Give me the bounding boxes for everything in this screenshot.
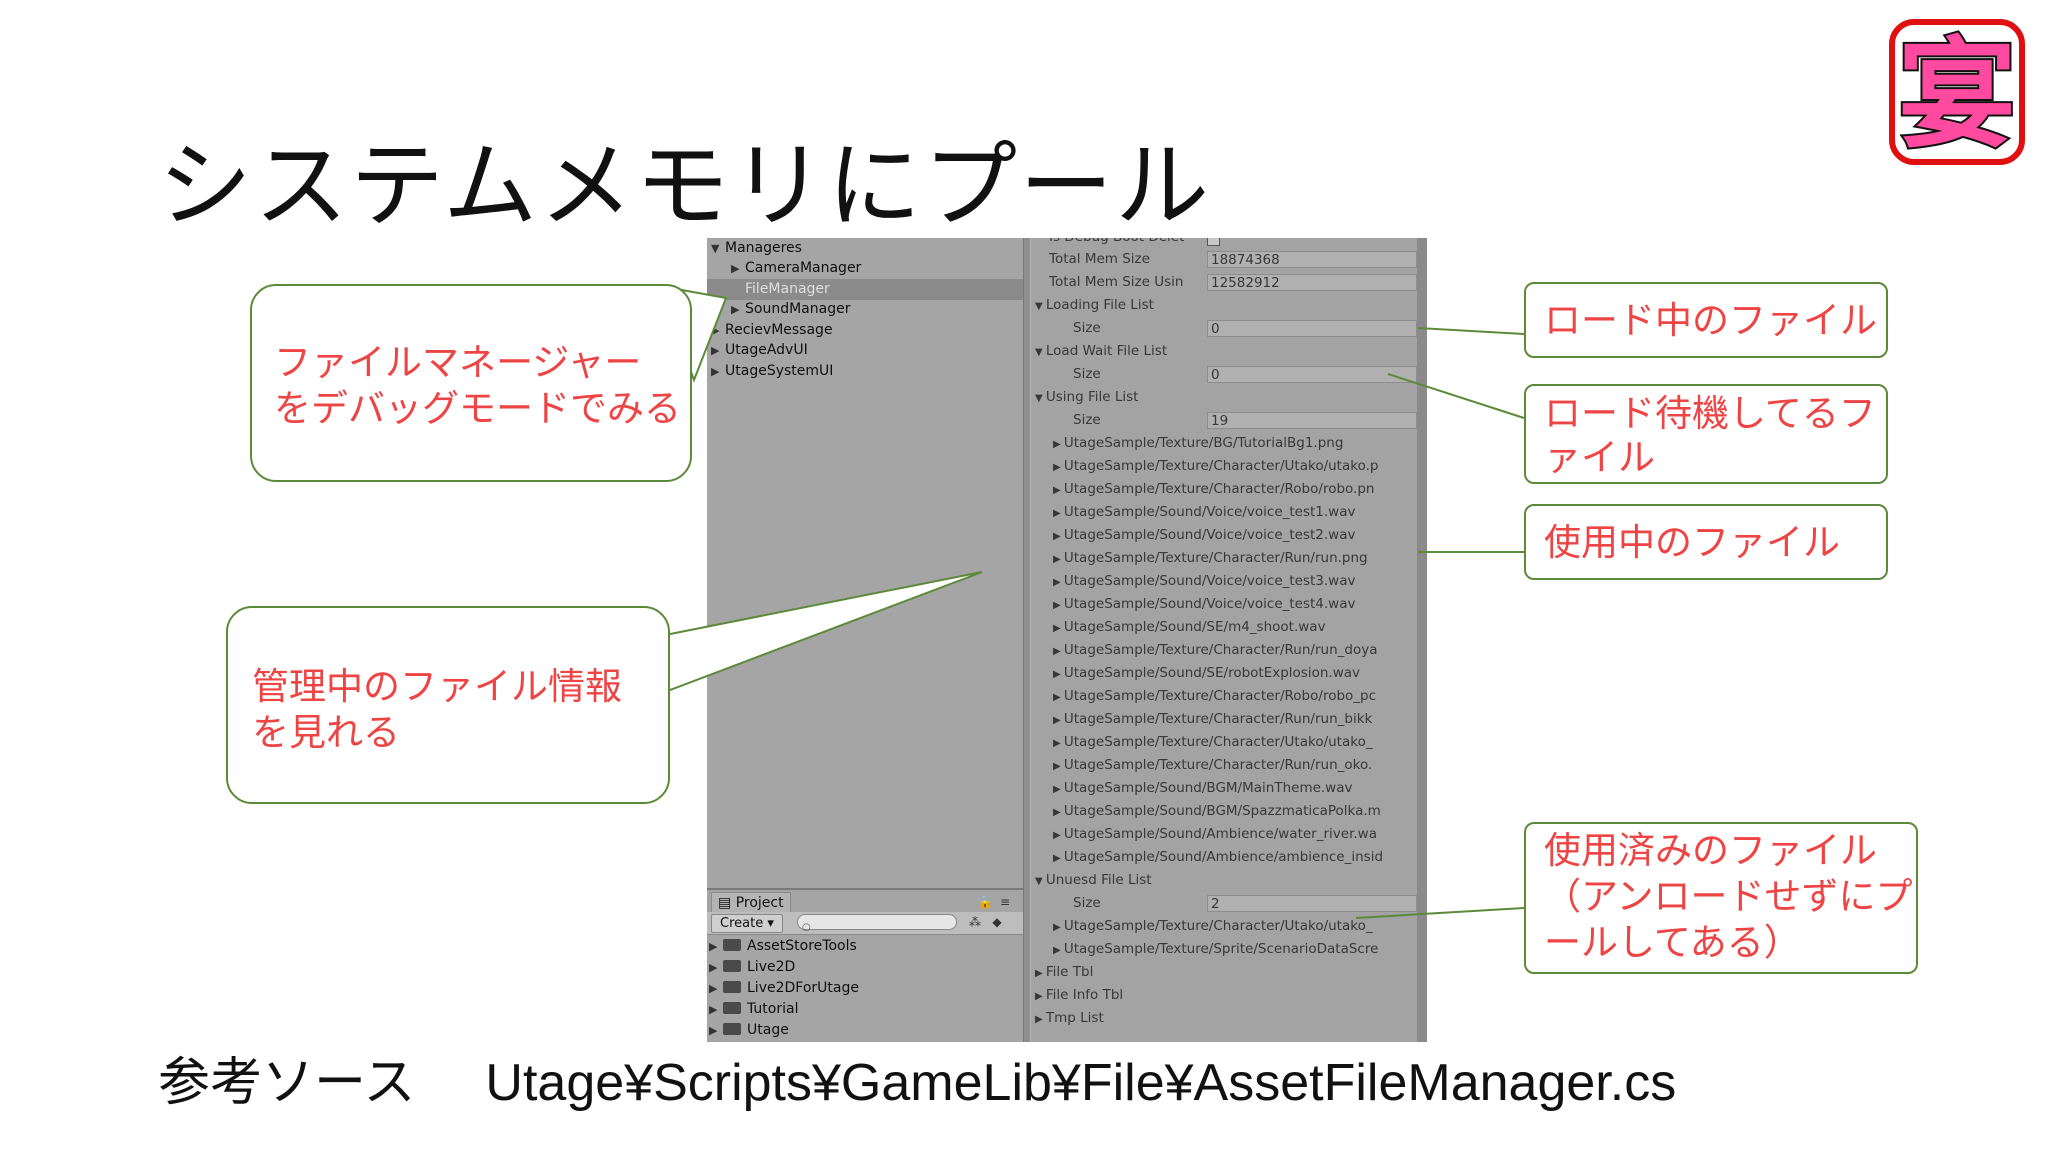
folder-icon: ▤ xyxy=(718,895,736,911)
using-file-item[interactable]: ▶ UtageSample/Texture/Character/Run/run_… xyxy=(1053,757,1373,773)
inspector-scrollbar[interactable] xyxy=(1417,238,1427,1042)
project-folder-live2d[interactable]: ▶Live2D xyxy=(709,959,796,975)
lock-icon[interactable]: 🔒 xyxy=(977,895,993,909)
filter-label-icon[interactable]: ◆ xyxy=(992,915,1002,929)
project-folder-live2dforutage[interactable]: ▶Live2DForUtage xyxy=(709,980,859,996)
panel-splitter[interactable] xyxy=(1023,238,1031,1042)
using-file-item[interactable]: ▶ UtageSample/Sound/BGM/MainTheme.wav xyxy=(1053,780,1353,796)
total-mem-field[interactable]: 18874368 xyxy=(1207,251,1417,268)
hierarchy-item-filemanager-selected[interactable]: FileManager xyxy=(707,279,1023,300)
using-file-item[interactable]: ▶ UtageSample/Texture/Character/Robo/rob… xyxy=(1053,481,1375,497)
load-wait-file-list-foldout[interactable]: ▼ Load Wait File List xyxy=(1035,343,1168,359)
file-tbl-foldout[interactable]: ▶ File Tbl xyxy=(1035,964,1094,980)
project-search-input[interactable]: ○ xyxy=(797,914,957,933)
debug-boot-checkbox[interactable] xyxy=(1207,238,1220,246)
project-folder-tutorial[interactable]: ▶Tutorial xyxy=(709,1001,799,1017)
using-file-item[interactable]: ▶ UtageSample/Texture/Character/Robo/rob… xyxy=(1053,688,1377,704)
callout-using-files: 使用中のファイル xyxy=(1524,504,1888,580)
source-reference: 参考ソース Utage¥Scripts¥GameLib¥File¥AssetFil… xyxy=(158,1040,1676,1115)
create-button[interactable]: Create ▾ xyxy=(711,914,783,933)
tmp-list-foldout[interactable]: ▶ Tmp List xyxy=(1035,1010,1104,1026)
loading-size-field[interactable]: 0 xyxy=(1207,320,1417,337)
total-mem-label: Total Mem Size xyxy=(1049,251,1150,267)
using-file-item[interactable]: ▶ UtageSample/Texture/Character/Utako/ut… xyxy=(1053,734,1373,750)
search-icon: ○ xyxy=(802,922,811,933)
project-folder-utage[interactable]: ▶Utage xyxy=(709,1022,789,1038)
project-toolbar: Create ▾ ○ ⁂ ◆ xyxy=(707,912,1023,935)
source-label: 参考ソース xyxy=(158,1053,416,1113)
using-file-item[interactable]: ▶ UtageSample/Sound/Voice/voice_test4.wa… xyxy=(1053,596,1356,612)
callout-loading-files: ロード中のファイル xyxy=(1524,282,1888,358)
using-file-item[interactable]: ▶ UtageSample/Sound/Ambience/ambience_in… xyxy=(1053,849,1384,865)
total-mem-using-field[interactable]: 12582912 xyxy=(1207,274,1417,291)
panel-menu-icon[interactable]: ≡ xyxy=(999,895,1011,909)
using-file-item[interactable]: ▶ UtageSample/Texture/Character/Run/run_… xyxy=(1053,642,1378,658)
unused-size-label: Size xyxy=(1073,895,1101,911)
callout-unused-pooled-files: 使用済みのファイル（アンロードせずにプールしてある） xyxy=(1524,822,1918,974)
using-file-item[interactable]: ▶ UtageSample/Texture/Character/Run/run_… xyxy=(1053,711,1373,727)
debug-boot-label: Is Debug Boot Delet xyxy=(1049,238,1184,249)
using-file-item[interactable]: ▶ UtageSample/Texture/Character/Run/run.… xyxy=(1053,550,1368,566)
project-panel: ▤ Project 🔒 ≡ Create ▾ ○ ⁂ ◆ ▶AssetStore… xyxy=(707,888,1023,1042)
loading-size-label: Size xyxy=(1073,320,1101,336)
using-file-item[interactable]: ▶ UtageSample/Sound/Voice/voice_test1.wa… xyxy=(1053,504,1356,520)
utage-logo: 宴 xyxy=(1889,19,2025,166)
expand-arrow-icon[interactable]: ▶ xyxy=(731,303,740,316)
load-wait-size-label: Size xyxy=(1073,366,1101,382)
hierarchy-item-cameramanager[interactable]: ▶CameraManager xyxy=(731,258,861,279)
logo-char: 宴 xyxy=(1898,26,2016,164)
hierarchy-item-utagesystemui[interactable]: ▶UtageSystemUI xyxy=(711,361,833,382)
project-tab[interactable]: ▤ Project xyxy=(711,892,791,913)
expand-arrow-icon[interactable]: ▶ xyxy=(711,365,720,378)
folder-icon xyxy=(723,1002,741,1014)
hierarchy-item-recievmessage[interactable]: ▶RecievMessage xyxy=(711,320,833,341)
hierarchy-panel: ▼Manageres ▶CameraManager FileManager ▶S… xyxy=(707,238,1023,888)
unused-file-item[interactable]: ▶ UtageSample/Texture/Sprite/ScenarioDat… xyxy=(1053,941,1379,957)
expand-arrow-icon[interactable]: ▼ xyxy=(711,242,720,255)
loading-leader-line xyxy=(1417,327,1525,335)
source-path: Utage¥Scripts¥GameLib¥File¥AssetFileMana… xyxy=(485,1054,1677,1112)
using-file-item[interactable]: ▶ UtageSample/Sound/BGM/SpazzmaticaPolka… xyxy=(1053,803,1381,819)
using-file-item[interactable]: ▶ UtageSample/Texture/BG/TutorialBg1.png xyxy=(1053,435,1344,451)
folder-icon xyxy=(723,939,741,951)
unity-editor-screenshot: ▼Manageres ▶CameraManager FileManager ▶S… xyxy=(707,238,1427,1042)
hierarchy-item-manageres[interactable]: ▼Manageres xyxy=(711,238,802,259)
project-folder-assetstoretools[interactable]: ▶AssetStoreTools xyxy=(709,938,857,954)
loading-file-list-foldout[interactable]: ▼ Loading File List xyxy=(1035,297,1154,313)
using-file-item[interactable]: ▶ UtageSample/Sound/SE/m4_shoot.wav xyxy=(1053,619,1326,635)
callout-managed-file-info: 管理中のファイル情報を見れる xyxy=(226,606,670,804)
folder-icon xyxy=(723,981,741,993)
hierarchy-item-utageadvui[interactable]: ▶UtageAdvUI xyxy=(711,340,808,361)
unused-file-item[interactable]: ▶ UtageSample/Texture/Character/Utako/ut… xyxy=(1053,918,1373,934)
folder-icon xyxy=(723,960,741,972)
expand-arrow-icon[interactable]: ▶ xyxy=(731,262,740,275)
using-file-item[interactable]: ▶ UtageSample/Sound/Voice/voice_test2.wa… xyxy=(1053,527,1356,543)
unused-file-list-foldout[interactable]: ▼ Unuesd File List xyxy=(1035,872,1152,888)
expand-arrow-icon[interactable]: ▶ xyxy=(711,344,720,357)
filter-type-icon[interactable]: ⁂ xyxy=(969,915,981,929)
folder-icon xyxy=(723,1023,741,1035)
expand-arrow-icon[interactable]: ▶ xyxy=(711,324,720,337)
inspector-panel: Is Debug Boot Delet Total Mem Size 18874… xyxy=(1031,238,1417,1042)
unused-size-field[interactable]: 2 xyxy=(1207,895,1417,912)
callout-file-manager-debug: ファイルマネージャーをデバッグモードでみる xyxy=(250,284,692,482)
using-file-list-foldout[interactable]: ▼ Using File List xyxy=(1035,389,1139,405)
using-file-item[interactable]: ▶ UtageSample/Sound/Ambience/water_river… xyxy=(1053,826,1377,842)
file-info-tbl-foldout[interactable]: ▶ File Info Tbl xyxy=(1035,987,1124,1003)
using-size-label: Size xyxy=(1073,412,1101,428)
hierarchy-item-soundmanager[interactable]: ▶SoundManager xyxy=(731,299,850,320)
using-file-item[interactable]: ▶ UtageSample/Sound/SE/robotExplosion.wa… xyxy=(1053,665,1360,681)
slide-title: システムメモリにプール xyxy=(158,132,1212,241)
using-file-item[interactable]: ▶ UtageSample/Texture/Character/Utako/ut… xyxy=(1053,458,1379,474)
total-mem-using-label: Total Mem Size Usin xyxy=(1049,274,1184,290)
using-size-field[interactable]: 19 xyxy=(1207,412,1417,429)
callout-load-wait-files: ロード待機してるファイル xyxy=(1524,384,1888,484)
load-wait-size-field[interactable]: 0 xyxy=(1207,366,1417,383)
using-file-item[interactable]: ▶ UtageSample/Sound/Voice/voice_test3.wa… xyxy=(1053,573,1356,589)
